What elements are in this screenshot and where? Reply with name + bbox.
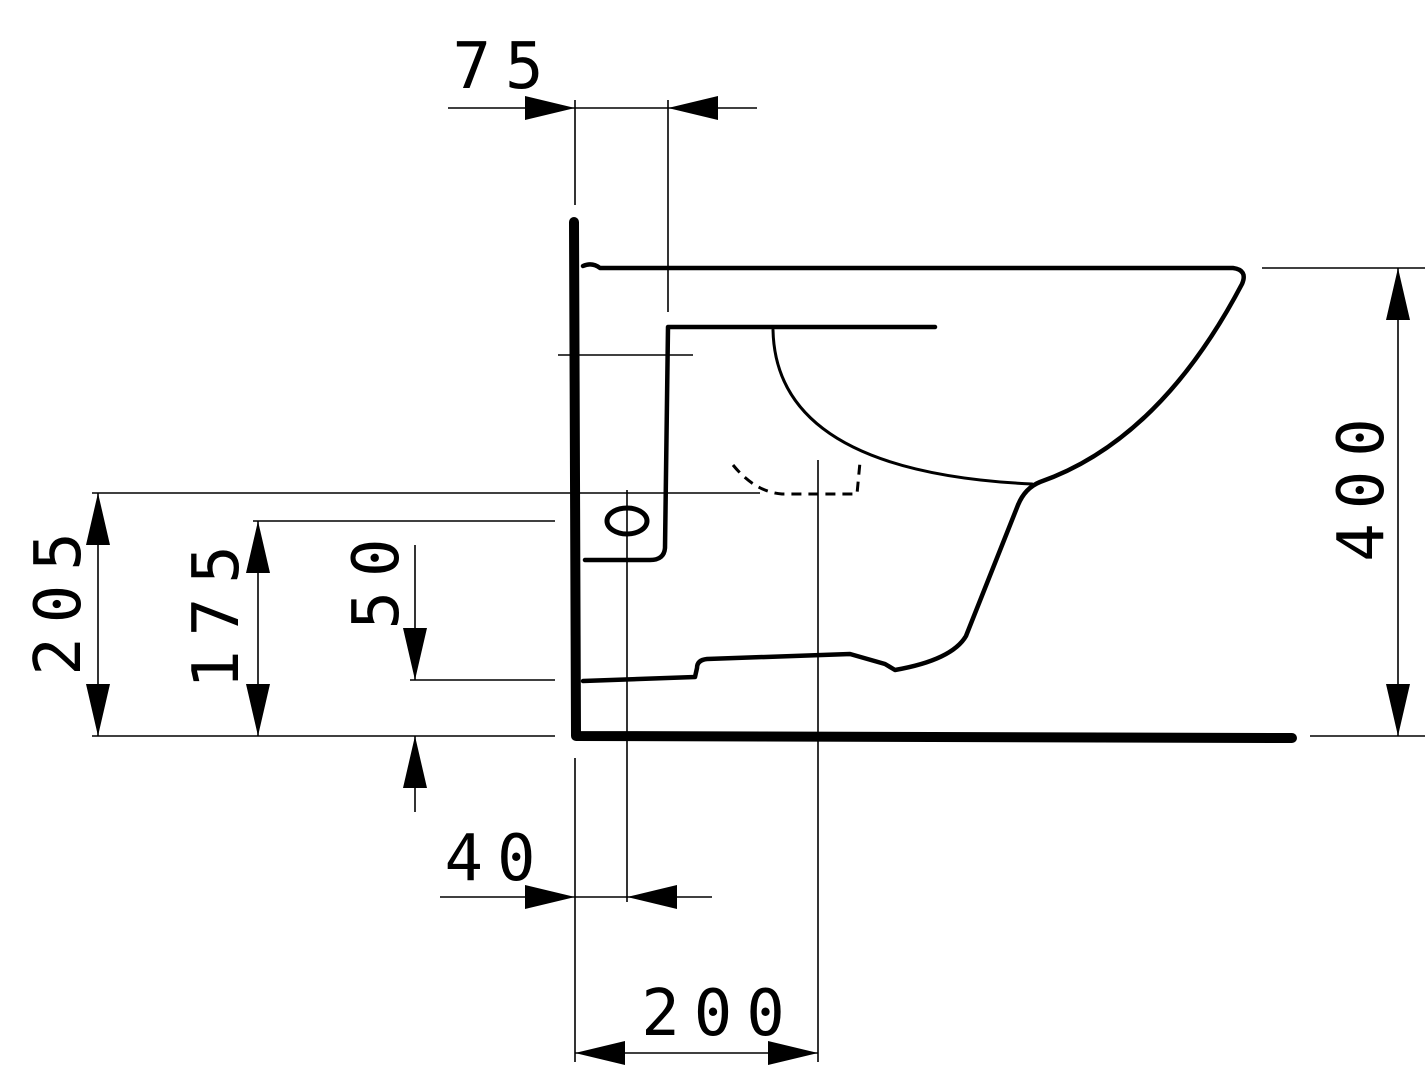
dim-label-205: 205 xyxy=(22,518,96,676)
dim-label-175: 175 xyxy=(180,531,254,689)
toilet-outline xyxy=(580,262,1246,684)
dim-label-40: 40 xyxy=(444,822,549,896)
arrowheads xyxy=(86,96,1410,1065)
hidden-outlet xyxy=(731,461,862,496)
dim-label-200: 200 xyxy=(641,977,799,1051)
dim-label-75: 75 xyxy=(452,30,557,104)
dim-label-50: 50 xyxy=(340,524,414,629)
dimension-lines xyxy=(92,100,1425,1062)
dim-label-400: 400 xyxy=(1325,404,1399,562)
wall-and-floor xyxy=(569,217,1297,743)
